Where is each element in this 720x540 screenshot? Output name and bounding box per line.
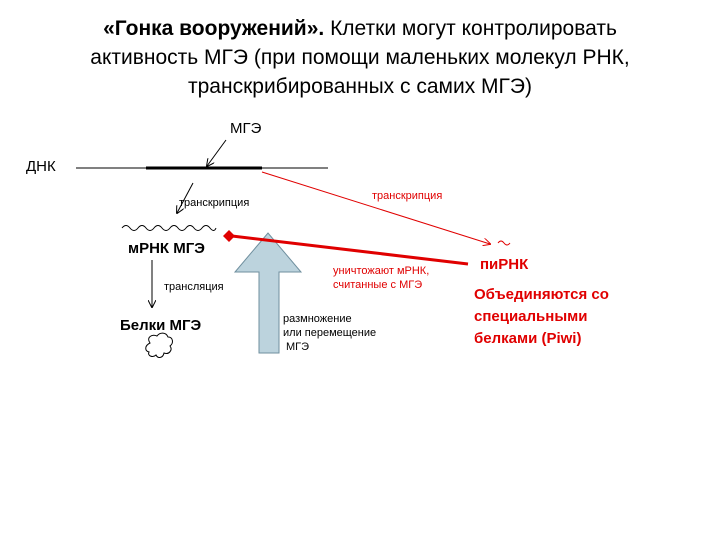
transcription-label-left: транскрипция [179, 197, 250, 209]
reproduction-label-line3: МГЭ [286, 341, 310, 353]
translation-label: трансляция [164, 281, 224, 293]
reproduction-label-line1: размножение [283, 313, 352, 325]
piwi-note: Объединяются со специальными белками (Pi… [474, 284, 609, 350]
reproduction-big-arrow [233, 232, 303, 354]
reproduction-label: размножение или перемещение МГЭ [283, 312, 376, 354]
pirna-inhibition-line [231, 234, 469, 266]
destroy-label: уничтожают мРНК, считанные с МГЭ [333, 264, 429, 292]
mrna-mge-label: мРНК МГЭ [128, 240, 205, 257]
proteins-mge-label: Белки МГЭ [120, 317, 202, 334]
mrna-wave [121, 225, 217, 231]
protein-blob [145, 332, 173, 358]
title-line3: транскрибированных с самих МГЭ) [188, 75, 532, 98]
title-line2: активность МГЭ (при помощи маленьких мол… [90, 46, 630, 69]
dna-label: ДНК [26, 158, 56, 175]
title-rest: Клетки могут контролировать [324, 17, 617, 40]
transcription-arrow-left [177, 182, 194, 213]
reproduction-label-line2: или перемещение [283, 327, 377, 339]
piwi-note-line2: специальными [474, 308, 588, 325]
piwi-note-line1: Объединяются со [474, 286, 609, 303]
transcription-arrow-right [261, 171, 490, 244]
inhibition-diamond [223, 230, 235, 242]
destroy-label-line2: считанные с МГЭ [333, 279, 423, 291]
transcription-label-right: транскрипция [372, 190, 443, 202]
title-bold: «Гонка вооружений». [103, 17, 325, 40]
pirna-label: пиРНК [480, 256, 529, 273]
destroy-label-line1: уничтожают мРНК, [333, 265, 430, 277]
mge-label: МГЭ [230, 120, 262, 137]
slide-title: «Гонка вооружений». Клетки могут контрол… [0, 14, 720, 101]
piwi-note-line3: белками (Piwi) [474, 330, 582, 347]
pirna-wave [497, 240, 511, 246]
mge-pointer-arrow [207, 139, 227, 166]
